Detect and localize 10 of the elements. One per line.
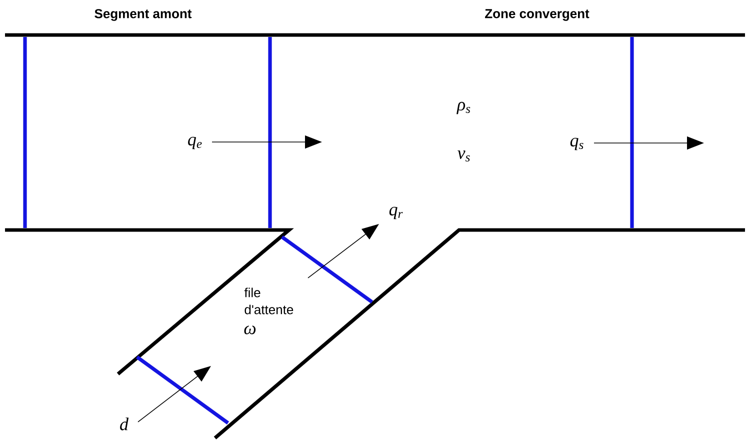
variable-label: q$_{r}$ — [389, 206, 403, 220]
variable-label: ω — [244, 326, 256, 334]
section-heading: Zone convergent — [485, 9, 590, 21]
queue-label: file d'attente — [244, 288, 294, 314]
variable-label: d — [120, 418, 129, 430]
variable-label: v$_{s}$ — [458, 150, 470, 162]
section-heading: Segment amont — [94, 9, 192, 21]
variable-label: q$_{s}$ — [570, 138, 584, 150]
variable-label: q$_{e}$ — [188, 136, 202, 150]
variable-label: ρ$_{s}$ — [456, 102, 470, 114]
